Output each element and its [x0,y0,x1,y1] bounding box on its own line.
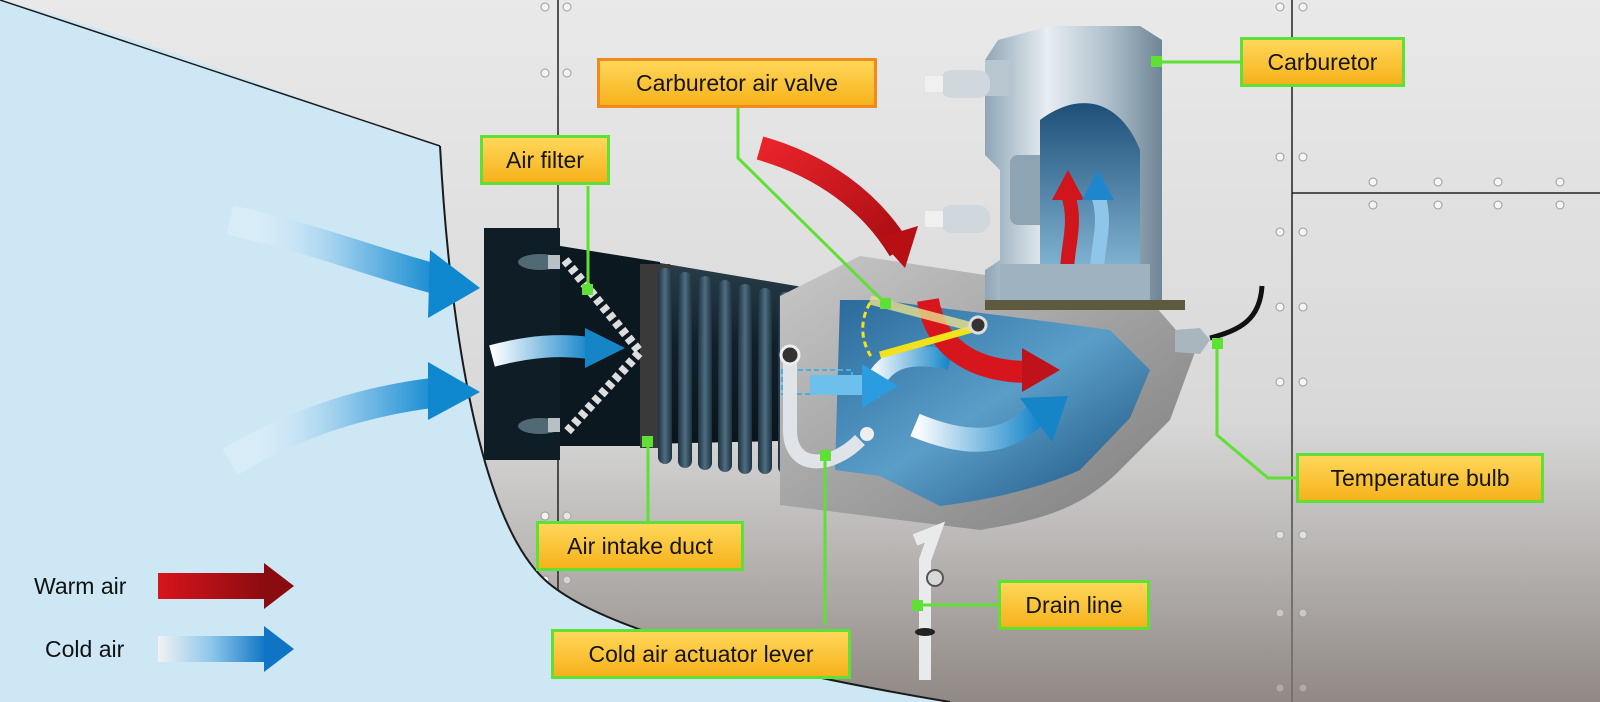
cold-air-actuator-lever [783,355,865,469]
duct-bellows [658,268,792,474]
warm-air-arrow-in [756,136,911,257]
label-drain-line: Drain line [998,580,1150,630]
callout-leader-lines [586,60,1298,625]
label-air-filter: Air filter [480,135,610,185]
temperature-bulb [1175,285,1265,354]
legend-cold-air-label: Cold air [45,636,125,662]
label-carburetor: Carburetor [1240,37,1405,87]
legend-warm-air-label: Warm air [34,573,127,599]
callout-anchor-squares [582,56,1223,611]
filter-flow-arrow [489,335,592,367]
cowl-top-edge [0,0,441,147]
carburetor-air-valve [879,324,977,359]
carburetor-body [925,26,1185,310]
label-air-intake-duct: Air intake duct [536,521,744,571]
legend-warm-arrow [158,563,294,609]
label-temperature-bulb: Temperature bulb [1296,453,1544,503]
label-cold-air-actuator-lever: Cold air actuator lever [551,629,851,679]
drain-line [912,521,946,680]
legend-cold-arrow [158,626,294,672]
sky-region [0,0,950,702]
incoming-cold-air-arrows [222,205,480,475]
label-carburetor-air-valve: Carburetor air valve [597,58,877,108]
air-filter-screen [561,257,646,438]
